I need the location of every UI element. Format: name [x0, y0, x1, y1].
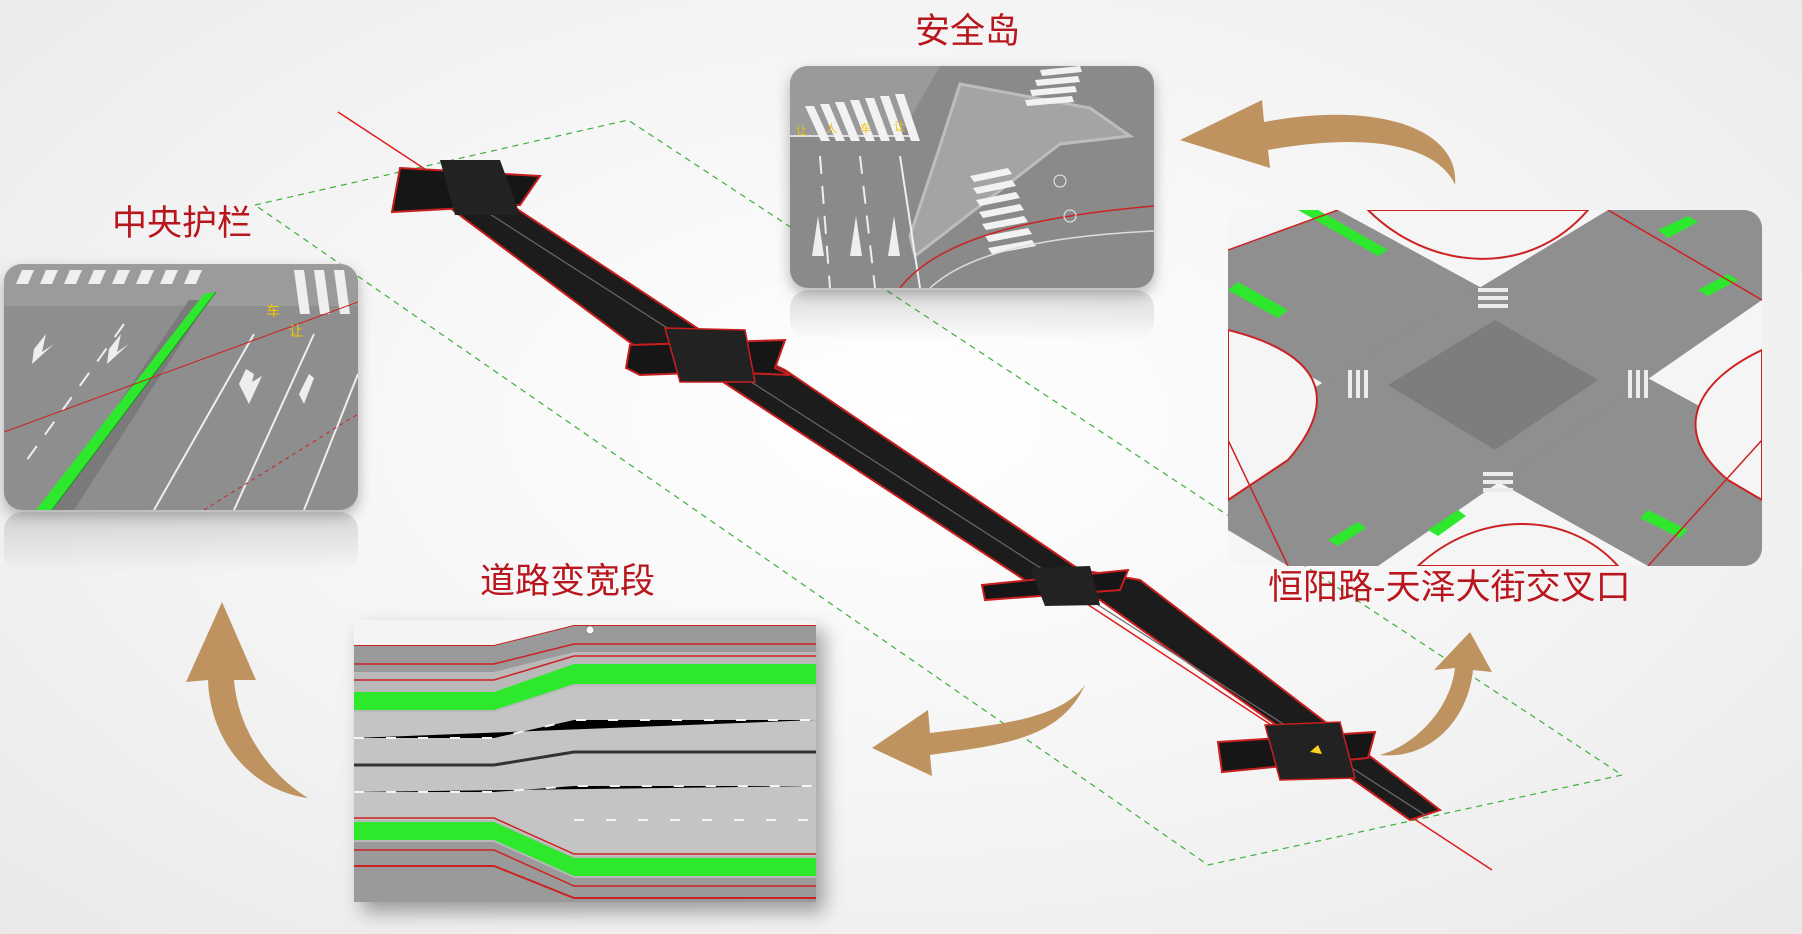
straight-arrow-icon	[812, 216, 900, 256]
green-strips	[1228, 210, 1738, 546]
green-strip-bottom	[354, 822, 816, 876]
green-strip-top	[354, 664, 816, 710]
label-safety-island: 安全岛	[915, 12, 1021, 52]
panel-road-widening	[354, 620, 816, 902]
panel-intersection	[1228, 210, 1762, 566]
green-median-barrier	[36, 292, 216, 510]
intersection-crosswalks	[1348, 288, 1648, 492]
reflection-safety-island	[790, 290, 1154, 340]
arrow-to-safety-island	[1180, 100, 1456, 185]
crosswalk-top	[1025, 66, 1082, 106]
model-boundary-dashed	[253, 119, 1624, 866]
svg-text:让: 让	[796, 124, 807, 137]
intersection-1	[390, 160, 542, 215]
intersection-2	[624, 327, 791, 383]
svg-text:车: 车	[860, 121, 871, 135]
label-intersection: 恒阳路-天泽大街交叉口	[1268, 568, 1631, 608]
road-lane-line	[439, 181, 1426, 816]
intersection-4	[1216, 721, 1377, 781]
panel-safety-island: 让 人 车 让	[790, 66, 1154, 288]
intersection-3	[980, 566, 1130, 606]
crosswalk-bottom	[970, 168, 1036, 254]
svg-text:让: 让	[289, 324, 303, 340]
crosswalk-left	[805, 94, 920, 141]
svg-text:让: 让	[894, 120, 905, 133]
bike-icon	[1053, 174, 1067, 188]
intersection-center	[1388, 320, 1598, 450]
reflection-median-barrier	[4, 512, 358, 572]
arrow-to-intersection	[1380, 632, 1492, 756]
arrow-to-median-barrier	[186, 602, 308, 798]
svg-text:人: 人	[826, 122, 837, 135]
svg-text:车: 车	[266, 303, 280, 320]
label-median-barrier: 中央护栏	[112, 204, 253, 244]
arrow-to-road-widening	[872, 685, 1085, 776]
panel-median-barrier: 车 让	[4, 264, 358, 510]
label-road-widening: 道路变宽段	[480, 562, 656, 602]
crosswalk-stripes	[16, 270, 350, 314]
arrow-icon	[32, 334, 314, 404]
